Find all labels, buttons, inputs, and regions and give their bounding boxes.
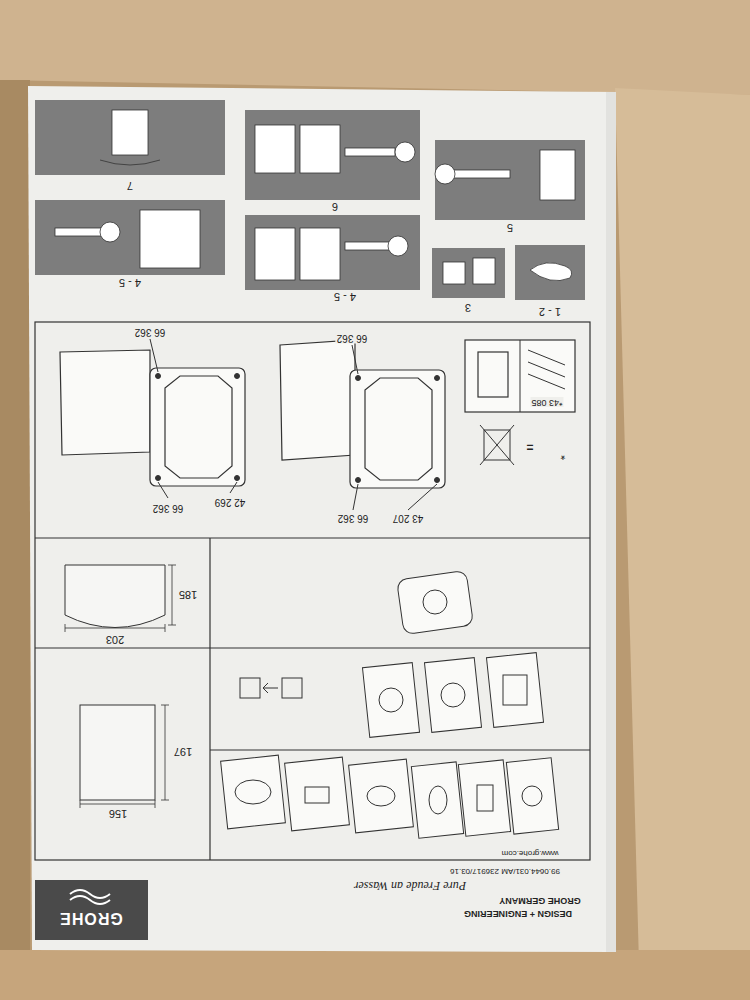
step-number: 5 — [507, 222, 513, 234]
part-number: 43 207 — [392, 513, 425, 524]
step-panel: 6 — [245, 110, 420, 200]
dimension: 185 — [178, 589, 198, 601]
company-line: DESIGN + ENGINEERING — [463, 908, 573, 918]
dimension: 156 — [108, 808, 128, 820]
step-panel: 4 - 5 — [35, 200, 225, 275]
step-number: 1 - 2 — [539, 306, 561, 318]
step-panel: 3 — [432, 248, 505, 298]
step-panel: 5 — [435, 140, 585, 220]
step-panel: 7 — [35, 100, 225, 175]
part-number: *43 085 — [530, 397, 563, 407]
symbol: * — [560, 447, 567, 460]
part-number: 66 362 — [134, 327, 167, 338]
dimension: 203 — [105, 634, 125, 646]
step-number: 3 — [465, 302, 471, 314]
logo-box: GROHE — [35, 880, 148, 940]
symbol: = — [525, 439, 534, 452]
step-number: 6 — [332, 201, 338, 213]
script-slogan: Pure Freude an Wasser — [353, 878, 467, 891]
brand-name: GROHE — [59, 909, 123, 927]
part-number: 42 269 — [214, 497, 247, 508]
step-number: 7 — [127, 180, 133, 192]
step-number: 4 - 5 — [119, 277, 141, 289]
part-number: 66 362 — [337, 513, 370, 524]
company-line: GROHE GERMANY — [498, 895, 582, 905]
document-code: 99.0644.031/AM 236917/03.16 — [449, 867, 561, 876]
step-number: 4 - 5 — [334, 291, 356, 303]
website: www.grohe.com — [501, 849, 560, 858]
part-number: 66 362 — [152, 503, 185, 514]
step-panel: 4 - 5 — [245, 215, 420, 290]
step-panel: 1 - 2 — [515, 245, 585, 300]
dimension: 197 — [173, 746, 193, 758]
part-number: 66 362 — [336, 333, 369, 344]
